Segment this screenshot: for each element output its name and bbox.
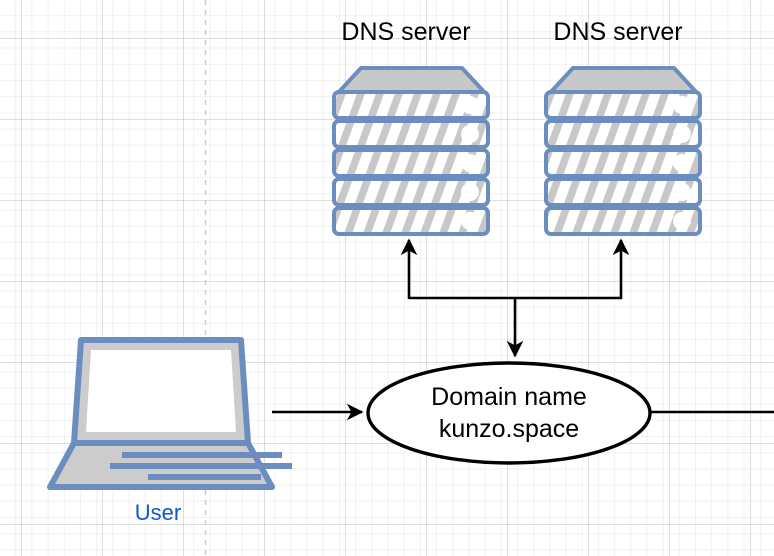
laptop-icon bbox=[47, 337, 292, 490]
server-rack-icon-left bbox=[332, 66, 490, 236]
domain-name-line-1: Domain name bbox=[431, 383, 587, 411]
server-rack-icon-right bbox=[544, 66, 702, 236]
domain-name-line-2: kunzo.space bbox=[438, 415, 580, 443]
laptop-keyboard-bar-1 bbox=[122, 452, 282, 458]
domain-ellipse-text: Domain name kunzo.space bbox=[368, 363, 650, 463]
laptop-keyboard-bar-3 bbox=[148, 474, 261, 480]
domain-ellipse bbox=[366, 361, 652, 465]
laptop-keyboard-bar-2 bbox=[110, 463, 292, 469]
connector-group bbox=[272, 238, 774, 421]
